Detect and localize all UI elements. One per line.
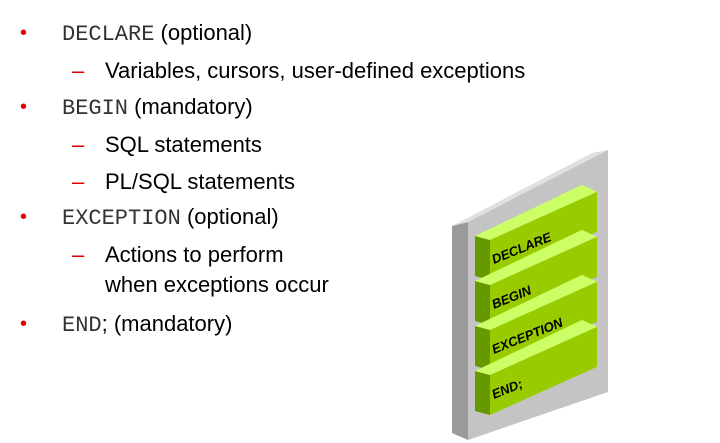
block-side bbox=[475, 281, 490, 325]
sub-item: PL/SQL statements bbox=[105, 169, 295, 194]
dash-icon: – bbox=[72, 58, 85, 83]
dash-icon: – bbox=[72, 169, 85, 194]
note: (mandatory) bbox=[128, 94, 253, 119]
keyword: BEGIN bbox=[62, 96, 129, 121]
panel-side bbox=[452, 222, 468, 440]
block-top bbox=[475, 319, 597, 375]
block-front bbox=[490, 281, 597, 370]
note: (optional) bbox=[180, 204, 279, 229]
bullet-icon: • bbox=[20, 96, 28, 118]
sub-item: SQL statements bbox=[105, 132, 262, 157]
bullet-icon: • bbox=[20, 206, 28, 228]
begin-item: BEGIN (mandatory) bbox=[62, 94, 253, 122]
keyword: EXCEPTION bbox=[62, 206, 181, 231]
keyword: END bbox=[62, 313, 102, 338]
block-front bbox=[490, 191, 597, 280]
declare-item: DECLARE (optional) bbox=[62, 20, 252, 48]
block-side bbox=[475, 236, 490, 280]
exception-item: EXCEPTION (optional) bbox=[62, 204, 279, 232]
block-top bbox=[475, 229, 597, 285]
dash-icon: – bbox=[72, 132, 85, 157]
bullet-icon: • bbox=[20, 22, 28, 44]
panel-top bbox=[452, 150, 608, 226]
keyword: DECLARE bbox=[62, 22, 155, 47]
note: ; (mandatory) bbox=[101, 311, 233, 336]
block-side bbox=[475, 326, 490, 370]
note: (optional) bbox=[154, 20, 253, 45]
dash-icon: – bbox=[72, 242, 85, 267]
block-top bbox=[475, 274, 597, 330]
block-front bbox=[490, 236, 597, 325]
block-front bbox=[490, 326, 597, 415]
sub-item: Actions to perform bbox=[105, 242, 284, 267]
sub-item: when exceptions occur bbox=[105, 272, 329, 297]
block-side bbox=[475, 371, 490, 415]
end-item: END; (mandatory) bbox=[62, 311, 232, 339]
block-top bbox=[475, 184, 597, 240]
bullet-icon: • bbox=[20, 313, 28, 335]
sub-item: Variables, cursors, user-defined excepti… bbox=[105, 58, 526, 83]
